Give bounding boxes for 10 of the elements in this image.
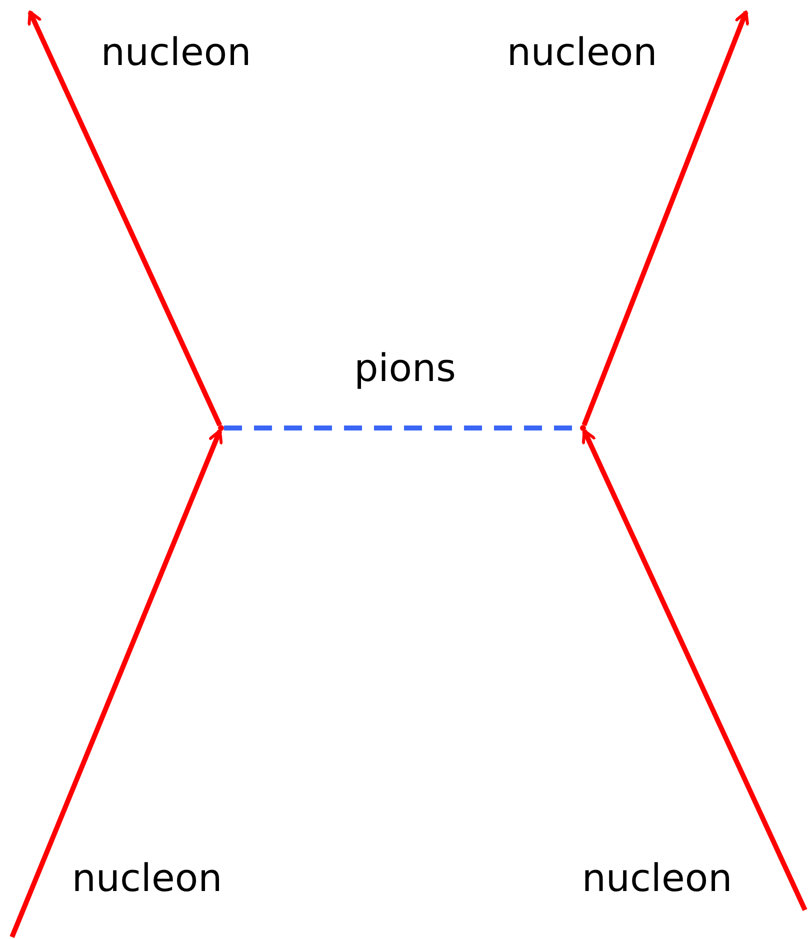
particle-label: nucleon: [100, 33, 252, 71]
arrow: [10, 429, 223, 938]
particle-label: nucleon: [582, 859, 732, 897]
particle-label: nucleon: [72, 859, 222, 897]
vertex-point: [580, 425, 586, 431]
arrow: [582, 10, 750, 426]
vertex-point: [218, 425, 224, 431]
arrow: [582, 429, 808, 912]
particle-label: nucleon: [506, 33, 658, 71]
arrow: [28, 10, 222, 426]
